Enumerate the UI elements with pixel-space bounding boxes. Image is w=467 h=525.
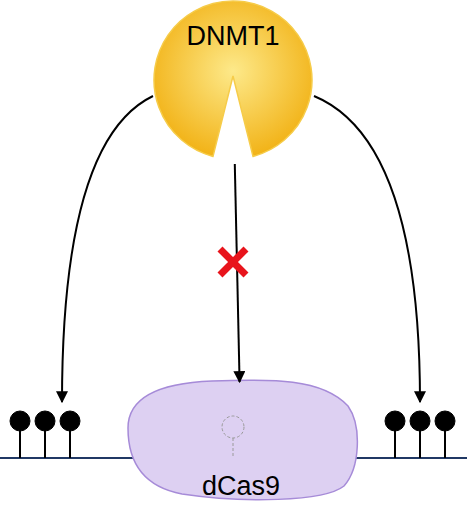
guide-site: [222, 416, 244, 438]
guide-tether: [233, 438, 234, 458]
methyl-mark: [385, 411, 405, 431]
block-cross: [220, 249, 246, 275]
methyl-stem: [44, 420, 46, 458]
block-cross: [220, 249, 246, 275]
enzyme-body: [154, 1, 312, 156]
methyl-stem: [444, 420, 446, 458]
methyl-stem: [419, 420, 421, 458]
protein-blob-outline: [122, 376, 360, 502]
node-label: DNMT1: [153, 22, 313, 51]
methyl-stem: [394, 420, 396, 458]
methyl-group-left: [10, 411, 80, 458]
enzyme-circle-outline: [153, 0, 313, 160]
methyl-mark: [60, 411, 80, 431]
methyl-group-right: [385, 411, 455, 458]
methyl-mark: [435, 411, 455, 431]
methyl-mark: [410, 411, 430, 431]
dna-strand: [0, 457, 467, 459]
protein-blob: dCas9: [122, 376, 360, 502]
methyl-stem: [19, 420, 21, 458]
methylation-arrow: [314, 96, 420, 402]
node-label: dCas9: [122, 472, 360, 501]
methyl-mark: [10, 411, 30, 431]
methyl-mark: [35, 411, 55, 431]
methylation-arrow: [62, 96, 153, 402]
enzyme-circle: DNMT1: [153, 0, 313, 160]
methyl-stem: [69, 420, 71, 458]
connector-arrow: [235, 164, 240, 382]
protein-body: [128, 380, 357, 500]
